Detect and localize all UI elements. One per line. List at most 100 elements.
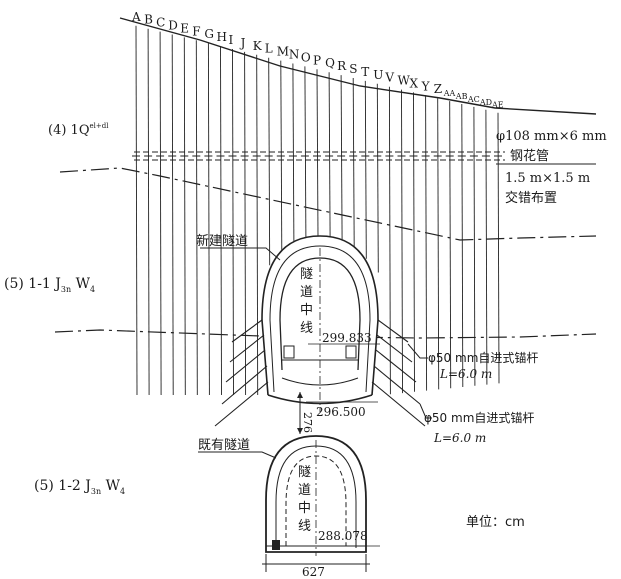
pipe-line [280, 60, 283, 254]
column-letter: Y [421, 79, 431, 93]
column-letter: AC [467, 95, 480, 104]
column-letter: B [144, 13, 153, 27]
pipe-line [413, 92, 415, 392]
pipe-line [461, 103, 464, 388]
column-letter: X [410, 76, 419, 90]
column-letter: R [337, 59, 347, 73]
column-letter: N [289, 48, 300, 62]
existing-tunnel-centerline-label: 隧 道 中 线 [298, 464, 311, 534]
ground-surface-line [119, 17, 597, 115]
svg-text:中: 中 [298, 501, 311, 516]
column-letter: O [301, 50, 311, 64]
pipe-line [183, 37, 186, 396]
pipe-note-line4: 交错布置 [505, 190, 557, 206]
pipe-note-line1: φ108 mm×6 mm [496, 129, 607, 144]
column-letter: S [349, 62, 357, 76]
anchor-upper-length: L=6.0 m [439, 367, 492, 381]
svg-text:道: 道 [298, 483, 311, 498]
column-letter: J [239, 36, 246, 50]
column-letter: AB [455, 92, 468, 101]
column-letter: E [180, 21, 189, 35]
column-letter: U [373, 68, 383, 82]
column-letter: Q [325, 56, 335, 70]
column-letter: A [131, 10, 141, 24]
column-letter: AE [491, 101, 504, 110]
new-tunnel-label-leader [200, 247, 281, 261]
svg-text:线: 线 [300, 321, 313, 336]
column-letter: Z [434, 82, 442, 96]
pipe-line [135, 25, 138, 396]
column-letter: AA [443, 89, 456, 98]
pipe-line [497, 112, 500, 384]
pipe-line [316, 69, 319, 237]
column-letter: C [156, 16, 165, 30]
pipe-line [292, 63, 295, 245]
pipe-line [159, 31, 162, 396]
column-letter: W [398, 74, 411, 88]
new-tunnel-elev-bottom: 296.500 [316, 405, 366, 419]
pipe-line [485, 109, 488, 385]
column-letter: K [253, 39, 263, 53]
clearance-arrow-top [297, 392, 303, 398]
pipe-line [425, 95, 428, 391]
pipe-line [340, 75, 343, 242]
svg-text:隧: 隧 [300, 266, 313, 282]
svg-text:道: 道 [300, 285, 313, 300]
pipe-line [473, 106, 476, 386]
anchor-upper-leader [407, 343, 428, 359]
new-tunnel-invert-inner [281, 377, 359, 386]
column-letter: I [229, 33, 234, 47]
column-letter: M [277, 45, 289, 59]
pipe-line [195, 40, 198, 396]
clearance-value: 276 [301, 412, 314, 433]
pipe-line [268, 57, 271, 266]
anchor-upper-spec: φ50 mm自进式锚杆 [428, 350, 538, 365]
svg-text:线: 线 [298, 519, 311, 534]
pipe-line [232, 48, 234, 396]
svg-text:隧: 隧 [298, 464, 311, 480]
column-letter: D [168, 19, 178, 33]
anchor-lower-leader [419, 403, 432, 419]
pipe-line [449, 101, 452, 389]
pipe-line [364, 80, 367, 259]
new-tunnel-label: 新建隧道 [196, 233, 248, 249]
pipe-line [207, 43, 210, 396]
column-letter: P [313, 53, 321, 67]
column-letter: T [361, 65, 369, 79]
existing-tunnel-width: 627 [302, 565, 325, 579]
anchor-lower-length: L=6.0 m [433, 431, 486, 445]
pipe-line [352, 77, 355, 249]
pipe-line [220, 46, 222, 396]
new-tunnel-drain-left [283, 345, 295, 359]
pipe-line [388, 86, 391, 395]
new-tunnel-elev-top: 299.833 [322, 331, 372, 345]
pipe-line [244, 51, 247, 396]
new-tunnel-lining [269, 245, 371, 393]
new-tunnel-drain-right [345, 345, 357, 359]
new-tunnel-inner-profile [279, 257, 361, 371]
layer5-2-label: (5) 1-2 J3n W4 [34, 478, 125, 496]
pipe-line [437, 98, 440, 390]
column-letter: F [192, 24, 200, 38]
pipe-lines [135, 25, 500, 396]
column-letter: L [265, 42, 273, 56]
column-letter: V [384, 71, 394, 85]
existing-tunnel-elev: 288.078 [318, 529, 368, 543]
new-tunnel-centerline-label: 隧 道 中 线 [300, 266, 313, 336]
anchor-lower-spec: φ50 mm自进式锚杆 [424, 410, 534, 425]
pipe-line [328, 72, 331, 237]
pipe-line [376, 83, 379, 273]
unit-label: 单位：cm [466, 515, 525, 530]
pipe-line [171, 34, 174, 396]
layer4-label: (4) 1Qel+dl [48, 122, 109, 138]
clearance-arrow-bottom [297, 428, 303, 434]
existing-tunnel-label: 既有隧道 [198, 437, 250, 453]
column-letter: G [204, 27, 214, 41]
svg-text:中: 中 [300, 303, 313, 318]
pipe-note-line3: 1.5 m×1.5 m [505, 171, 590, 186]
pipe-line [401, 89, 403, 394]
stratum-boundary-upper [59, 167, 597, 241]
